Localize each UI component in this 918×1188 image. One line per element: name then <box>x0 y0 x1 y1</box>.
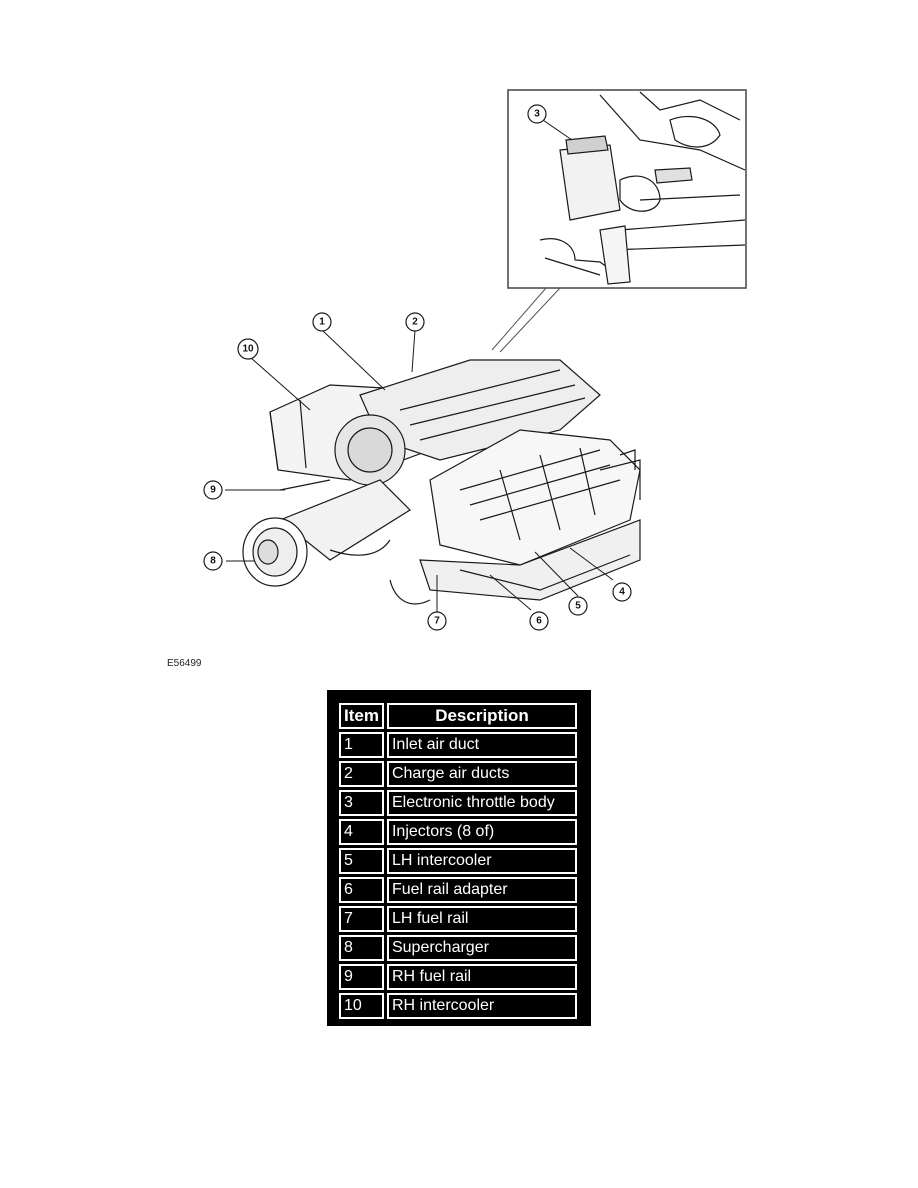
table-row: 5 LH intercooler <box>339 848 577 874</box>
callout-9 <box>203 480 223 500</box>
callout-label: 2 <box>412 317 418 328</box>
callout-1 <box>312 312 332 332</box>
figure-code: E56499 <box>167 658 202 669</box>
item-number: 10 <box>339 993 384 1019</box>
throttle-body-inset <box>507 89 747 289</box>
table-row: 6 Fuel rail adapter <box>339 877 577 903</box>
engine-body <box>242 359 641 605</box>
table-row: 1 Inlet air duct <box>339 732 577 758</box>
item-description: Inlet air duct <box>386 732 577 758</box>
table-row: 3 Electronic throttle body <box>339 790 577 816</box>
table-header-row: Item Description <box>339 703 577 729</box>
item-number: 4 <box>339 819 384 845</box>
item-description: LH fuel rail <box>386 906 577 932</box>
item-number: 2 <box>339 761 384 787</box>
item-description: Injectors (8 of) <box>386 819 577 845</box>
item-description: Supercharger <box>386 935 577 961</box>
callout-label: 3 <box>534 109 540 120</box>
table-row: 8 Supercharger <box>339 935 577 961</box>
item-description: LH intercooler <box>386 848 577 874</box>
item-description: RH fuel rail <box>386 964 577 990</box>
item-description: Fuel rail adapter <box>386 877 577 903</box>
item-number: 1 <box>339 732 384 758</box>
callout-5 <box>568 596 588 616</box>
engine-illustration: 1 2 3 4 5 6 7 8 9 10 <box>203 89 747 631</box>
table-row: 2 Charge air ducts <box>339 761 577 787</box>
callout-6 <box>529 611 549 631</box>
callout-label: 5 <box>575 601 581 612</box>
item-description: RH intercooler <box>386 993 577 1019</box>
callout-3 <box>527 104 547 124</box>
callout-label: 1 <box>319 317 325 328</box>
callout-label: 6 <box>536 616 542 627</box>
item-number: 6 <box>339 877 384 903</box>
callout-label: 10 <box>242 344 254 355</box>
callout-label: 8 <box>210 556 216 567</box>
table-row: 7 LH fuel rail <box>339 906 577 932</box>
item-description: Electronic throttle body <box>386 790 577 816</box>
item-number: 3 <box>339 790 384 816</box>
callout-4 <box>612 582 632 602</box>
callout-label: 9 <box>210 485 216 496</box>
legend-table-panel: Item Description 1 Inlet air duct 2 Char… <box>327 690 591 1026</box>
item-description: Charge air ducts <box>386 761 577 787</box>
legend-table: Item Description 1 Inlet air duct 2 Char… <box>336 700 580 1022</box>
table-row: 10 RH intercooler <box>339 993 577 1019</box>
callout-2 <box>405 312 425 332</box>
item-number: 5 <box>339 848 384 874</box>
callout-10 <box>237 338 259 360</box>
header-item: Item <box>339 703 384 729</box>
callout-8 <box>203 551 223 571</box>
item-number: 9 <box>339 964 384 990</box>
callout-7 <box>427 611 447 631</box>
table-row: 4 Injectors (8 of) <box>339 819 577 845</box>
item-number: 8 <box>339 935 384 961</box>
item-number: 7 <box>339 906 384 932</box>
callout-label: 4 <box>619 587 625 598</box>
table-row: 9 RH fuel rail <box>339 964 577 990</box>
callout-label: 7 <box>434 616 440 627</box>
header-description: Description <box>386 703 577 729</box>
